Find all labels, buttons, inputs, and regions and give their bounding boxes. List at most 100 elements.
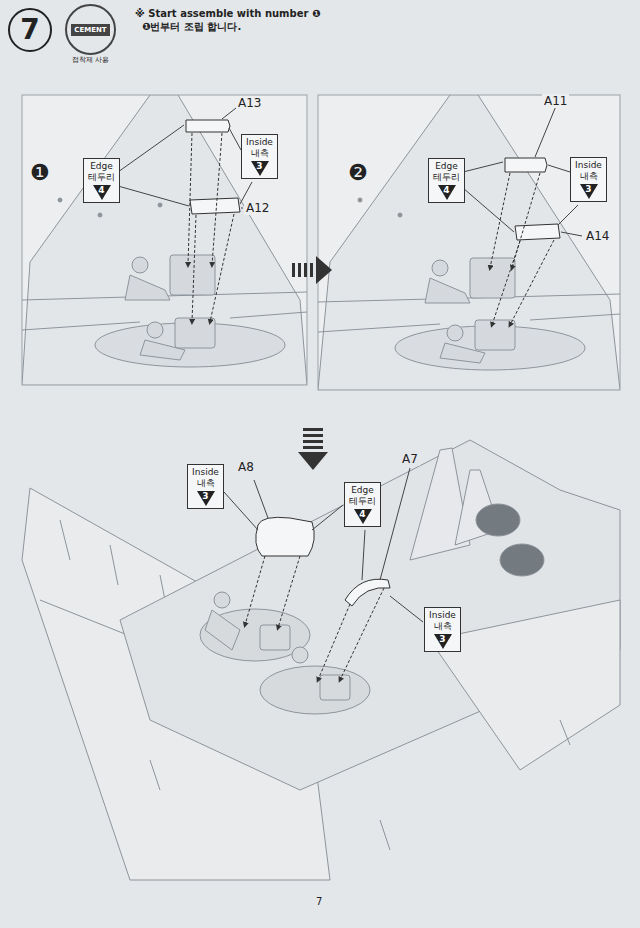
drawing-part: [22, 95, 307, 385]
drawing-part: [561, 232, 582, 236]
part-number: A13: [236, 96, 263, 110]
drawing-part: [190, 198, 240, 214]
drawing-part: [212, 133, 222, 265]
drawing-part: [298, 452, 328, 470]
drawing-part: [463, 162, 503, 172]
drawing-part: [245, 556, 384, 680]
drawing-part: [303, 434, 323, 437]
drawing-part: [310, 263, 313, 277]
paint-tag: Inside내측3: [241, 134, 278, 179]
drawing-part: [303, 440, 323, 443]
tag-text: Inside: [192, 467, 219, 478]
paint-number-triangle: 3: [580, 184, 598, 199]
drawing-part: [186, 120, 230, 132]
paint-tag: Edge테두리4: [428, 158, 465, 203]
drawing-part: [510, 240, 554, 325]
drawing-part: [432, 260, 448, 276]
tag-text: Edge: [349, 485, 376, 496]
paint-tag: Inside내측 3: [187, 464, 224, 509]
cement-circle: CEMENT: [65, 4, 116, 55]
part-number: A7: [400, 452, 420, 466]
drawing-part: [312, 505, 343, 530]
drawing-part: [340, 588, 384, 680]
canopy-parts: [224, 468, 423, 680]
drawing-part: [447, 325, 463, 341]
drawing-part: [398, 213, 402, 217]
triangle-fill: [438, 185, 456, 200]
drawing-part: [175, 318, 215, 348]
drawing-part: [492, 241, 520, 325]
drawing-part: [390, 596, 423, 622]
drawing-part: [475, 320, 515, 350]
tag-text: Edge: [88, 161, 115, 172]
drawing-part: [192, 215, 196, 322]
part-number: A11: [542, 94, 569, 108]
paint-number: 4: [438, 185, 456, 195]
drawing-part: [188, 133, 192, 265]
drawing-part: [256, 517, 315, 556]
drawing-part: [463, 106, 582, 236]
drawing-part: [118, 186, 189, 206]
drawing-part: [158, 203, 162, 207]
triangle-fill: [251, 161, 269, 176]
drawing-part: [558, 205, 578, 225]
drawing-part: [490, 173, 554, 325]
drawing-part: [188, 133, 234, 322]
drawing-part: [147, 322, 163, 338]
drawing-part: [512, 173, 540, 268]
drawing-part: [170, 255, 215, 295]
tag-text: 내측: [429, 621, 456, 632]
drawing-part: [548, 165, 570, 172]
tag-text: Inside: [575, 160, 602, 171]
drawing-part: [345, 579, 390, 606]
paint-number-triangle: 3: [251, 161, 269, 176]
part-number: A12: [244, 201, 271, 215]
triangle-fill: [93, 185, 111, 200]
drawing-part: [358, 198, 362, 202]
step-number: 7: [8, 8, 52, 52]
step-panel-2: [318, 95, 620, 390]
next-arrow: [292, 256, 332, 470]
tag-text: 테두리: [88, 172, 115, 183]
paint-tag: Inside내측 3: [424, 607, 461, 652]
drawing-part: [476, 504, 520, 536]
step-number-text: 7: [20, 15, 39, 45]
drawing-part: [210, 214, 234, 322]
paint-number-triangle: 4: [354, 509, 372, 524]
tag-text: 내측: [192, 478, 219, 489]
drawing-part: [254, 480, 268, 518]
drawing-part: [318, 95, 620, 390]
paint-number: 3: [434, 634, 452, 644]
note-text: 7: [314, 896, 324, 908]
drawing-part: [224, 468, 423, 622]
tag-text: Inside: [429, 610, 456, 621]
paint-number: 3: [580, 184, 598, 194]
tag-text: 내측: [246, 148, 273, 159]
drawing-part: [292, 263, 295, 277]
triangle-fill: [434, 634, 452, 649]
drawing-part: [362, 530, 365, 580]
sub-step-number: ❷: [346, 160, 370, 186]
step-panel-1: [22, 95, 307, 385]
cement-text: CEMENT: [71, 24, 109, 36]
drawing-part: [118, 125, 184, 172]
drawing-part: [318, 604, 350, 680]
drawing-part: [515, 224, 560, 240]
drawing-part: [425, 278, 470, 303]
paint-number: 3: [197, 491, 215, 501]
cement-caption: 접착제 사용: [62, 56, 119, 65]
drawing-part: [224, 492, 258, 530]
paint-number-triangle: 4: [438, 185, 456, 200]
paint-number: 3: [251, 161, 269, 171]
drawing-part: [500, 544, 544, 576]
drawing-part: [132, 257, 148, 273]
tag-text: Edge: [433, 161, 460, 172]
tag-text: 내측: [575, 171, 602, 182]
drawing-part: [470, 258, 515, 298]
note-text: ❶번부터 조립 합니다.: [140, 21, 243, 33]
drawing-part: [222, 108, 236, 119]
drawing-part: [120, 440, 620, 790]
paint-number: 4: [354, 509, 372, 519]
drawing-part: [304, 263, 307, 277]
